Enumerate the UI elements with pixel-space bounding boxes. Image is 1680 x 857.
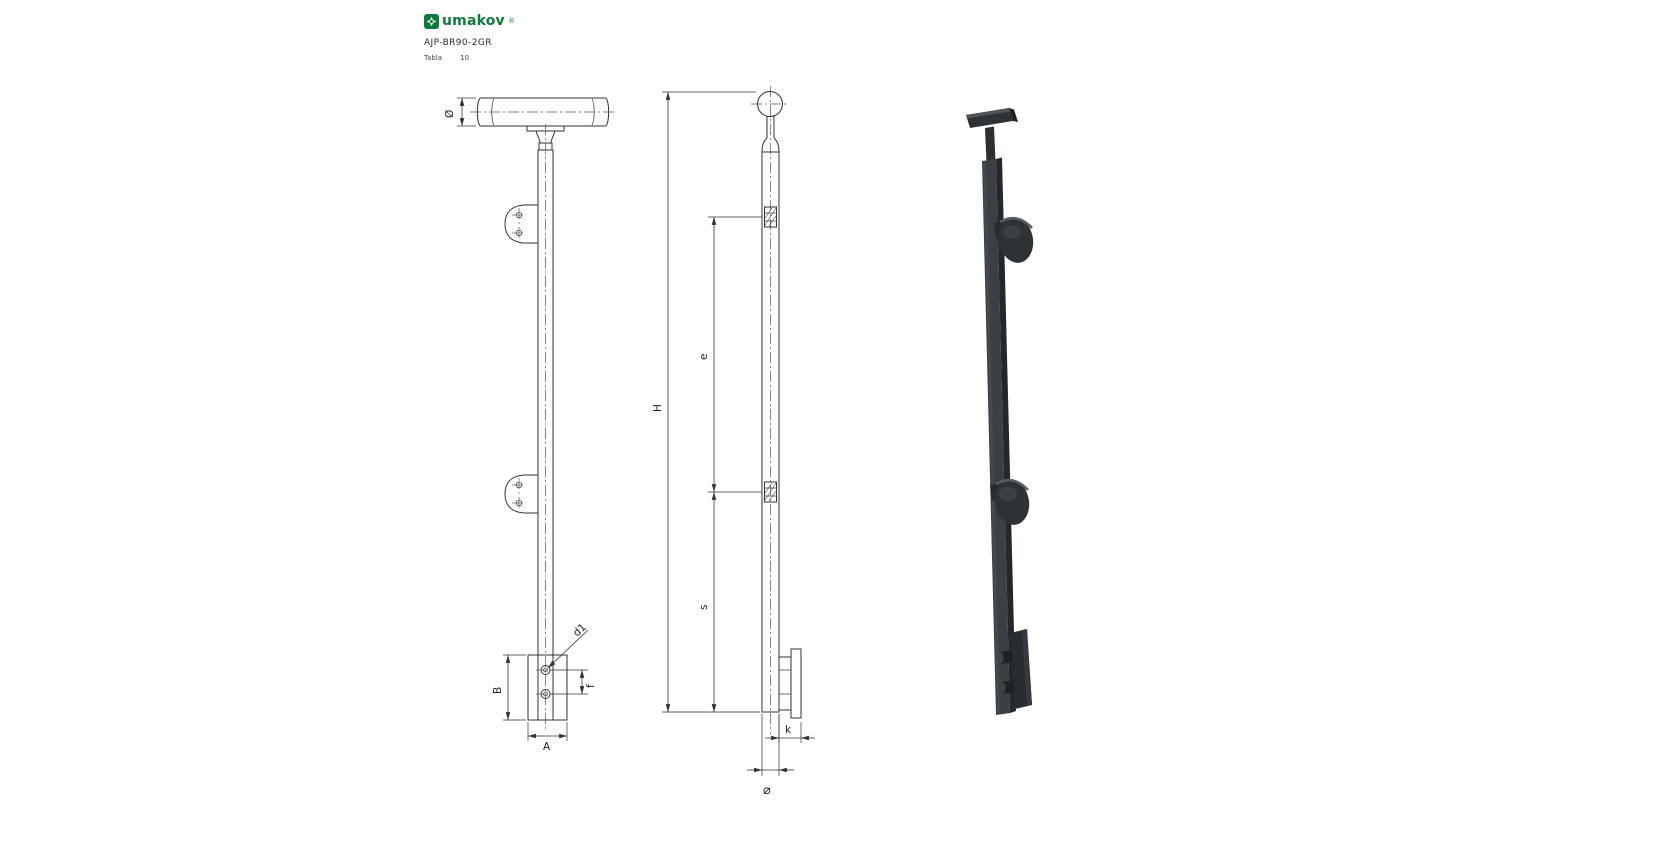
label-H: H	[652, 404, 664, 412]
label-s: s	[698, 605, 710, 610]
glass-clamp-section-upper	[764, 206, 777, 228]
label-B: B	[492, 687, 504, 694]
render-clamp-upper	[994, 216, 1034, 263]
dimension-s: s	[698, 492, 717, 712]
dimension-post-section: ⌀	[747, 714, 794, 798]
label-A: A	[543, 741, 551, 753]
handrail-tube-section	[751, 91, 789, 117]
label-d1: d1	[571, 621, 589, 639]
dimension-tube-diameter: Ø	[444, 97, 476, 127]
side-view-drawing: H e s k ⌀	[652, 86, 815, 798]
umakov-logo-icon	[424, 13, 439, 29]
scale-note: Tabla 10	[424, 54, 515, 62]
dimension-H: H	[652, 91, 760, 713]
dimension-B: B	[492, 654, 526, 721]
label-post-section-diameter: ⌀	[763, 783, 771, 798]
registered-mark-icon: ®	[507, 17, 515, 25]
base-plate-side	[778, 648, 802, 719]
umakov-logo: umakov ®	[424, 13, 515, 29]
front-view-drawing: Ø	[444, 97, 616, 753]
title-block: umakov ® AJP-BR90-2GR Tabla 10	[424, 13, 515, 62]
post-body	[537, 124, 554, 730]
post-body-side	[761, 86, 780, 734]
glass-clamp-upper	[504, 204, 538, 244]
render-saddle	[966, 108, 1018, 163]
iso-render-view	[966, 108, 1034, 715]
label-e: e	[698, 354, 710, 360]
render-post	[982, 157, 1016, 715]
glass-clamp-section-lower	[764, 481, 777, 503]
render-wall-bracket	[997, 629, 1032, 709]
label-k: k	[785, 724, 792, 736]
glass-clamp-lower	[504, 474, 539, 514]
dimension-A: A	[527, 722, 568, 753]
dimension-d1: d1	[547, 621, 589, 669]
dimension-e: e	[698, 216, 762, 493]
brand-name: umakov	[442, 13, 505, 29]
product-code: AJP-BR90-2GR	[424, 38, 492, 48]
label-f: f	[585, 684, 597, 688]
dimension-k: k	[765, 714, 815, 743]
scale-label: Tabla	[424, 54, 443, 62]
handrail-tube	[470, 97, 616, 127]
label-tube-diameter: Ø	[444, 110, 456, 118]
base-plate-front	[527, 654, 568, 721]
dimension-f: f	[551, 669, 597, 695]
scale-value: 10	[460, 54, 470, 62]
